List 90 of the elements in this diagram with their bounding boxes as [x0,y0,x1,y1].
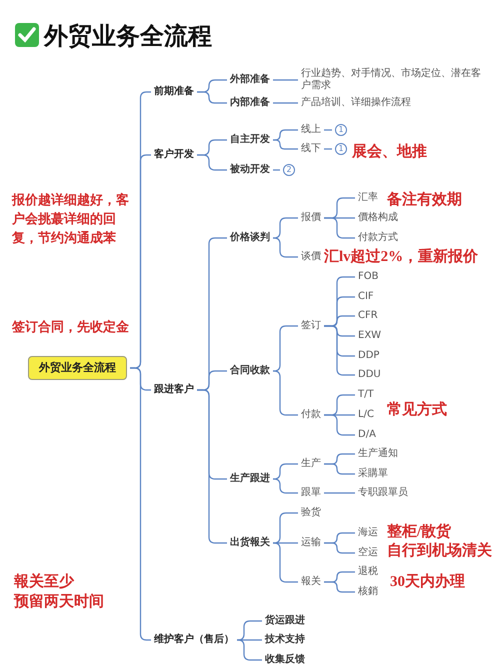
connector-line [273,463,298,480]
item-label: 签订 [301,320,321,332]
root-box: 外贸业务全流程 [28,356,127,380]
connector-line [273,102,298,104]
item-label: 运输 [301,537,321,549]
connector-line [273,325,298,372]
connector-line [324,492,355,494]
item-label: CIF [358,291,374,303]
item-label: 報关 [301,576,321,588]
item-label: 付款方式 [358,232,398,244]
connector-line [237,639,262,661]
subtopic-label: 自主开发 [230,134,270,146]
item-label: DDP [358,350,380,362]
annotation-note: 整柜/散货 [387,522,452,542]
connector-line [324,542,355,554]
connector-line [273,169,280,171]
connector-line [273,217,298,239]
item-label: 海运 [358,527,378,539]
topic-label: 维护客户（售后） [154,634,234,646]
connector-line [273,542,298,583]
item-label: EXW [358,330,382,342]
topic-label: 客户开发 [154,149,194,161]
item-label: T/T [358,389,374,401]
item-label: 汇率 [358,192,378,204]
item-label: CFR [358,310,378,322]
annotation-note: 報关至少 [14,572,74,592]
annotation-note: 报价越详细越好，客户会挑蕞详细的回复，节约沟通成苯 [12,191,130,247]
subtopic-label: 价格谈判 [230,232,270,244]
annotation-note: 展会、地推 [352,142,427,162]
detail-text: 产品培训、详细操作流程 [301,97,411,109]
connector-line [197,389,227,544]
item-label: 采購單 [358,468,388,480]
topic-label: 前期准备 [154,86,194,98]
subtopic-label: 被动开发 [230,164,270,176]
connector-line [324,581,355,593]
number-circle: 2 [283,164,295,176]
number-circle: 1 [335,124,347,136]
item-label: 线下 [301,143,321,155]
subtopic-label: 出货報关 [230,537,270,549]
annotation-note: 签订合同，先收定金 [12,318,129,336]
connector-line [324,217,355,239]
connector-line [324,463,355,475]
connector-line [273,512,298,544]
connector-line [273,478,298,494]
annotation-note: 预留两天时间 [14,592,104,612]
connector-line [273,129,298,141]
subtopic-label: 收集反馈 [265,654,305,666]
item-label: 生产 [301,458,321,470]
item-label: 空运 [358,547,378,559]
connector-line [324,414,355,436]
annotation-note: 自行到机场清关 [387,542,492,560]
connector-line [273,370,298,416]
item-label: 核銷 [358,586,378,598]
connector-line [273,79,298,81]
connector-line [273,139,298,150]
item-label: 线上 [301,124,321,136]
annotation-note: 常见方式 [387,400,447,420]
diagram-title: 外贸业务全流程 [44,21,212,52]
item-label: 付款 [301,409,321,421]
connector-line [197,91,227,104]
number-circle: 1 [335,143,347,155]
connector-line [324,129,332,131]
subtopic-label: 生产跟进 [230,473,270,485]
item-label: 谈價 [301,251,321,263]
subtopic-label: 技术支持 [265,634,305,646]
annotation-note: 备注有效期 [387,190,462,210]
connector-line [197,154,227,171]
item-label: 退税 [358,566,378,578]
item-label: 验货 [301,507,321,519]
detail-text: 行业趋势、对手情况、市场定位、潜在客户需求 [301,68,486,92]
item-label: 價格构成 [358,212,398,224]
connector-line [237,620,262,641]
item-label: 生产通知 [358,448,398,460]
item-label: 报價 [301,212,321,224]
item-label: FOB [358,271,378,283]
subtopic-label: 外部准备 [230,74,270,86]
item-label: 专职跟單员 [358,487,408,499]
topic-label: 跟进客户 [154,384,194,396]
item-label: D/A [358,429,376,441]
subtopic-label: 内部准备 [230,97,270,109]
item-label: L/C [358,409,374,421]
connector-line [273,237,298,258]
subtopic-label: 货运跟进 [265,615,305,627]
item-label: DDU [358,369,381,381]
connector-line [324,148,332,150]
annotation-note: 30天内办理 [390,572,465,592]
item-label: 跟單 [301,487,321,499]
subtopic-label: 合同收款 [230,365,270,377]
connector-line [324,325,355,376]
annotation-note: 汇lv超过2%，重新报价 [324,248,478,266]
